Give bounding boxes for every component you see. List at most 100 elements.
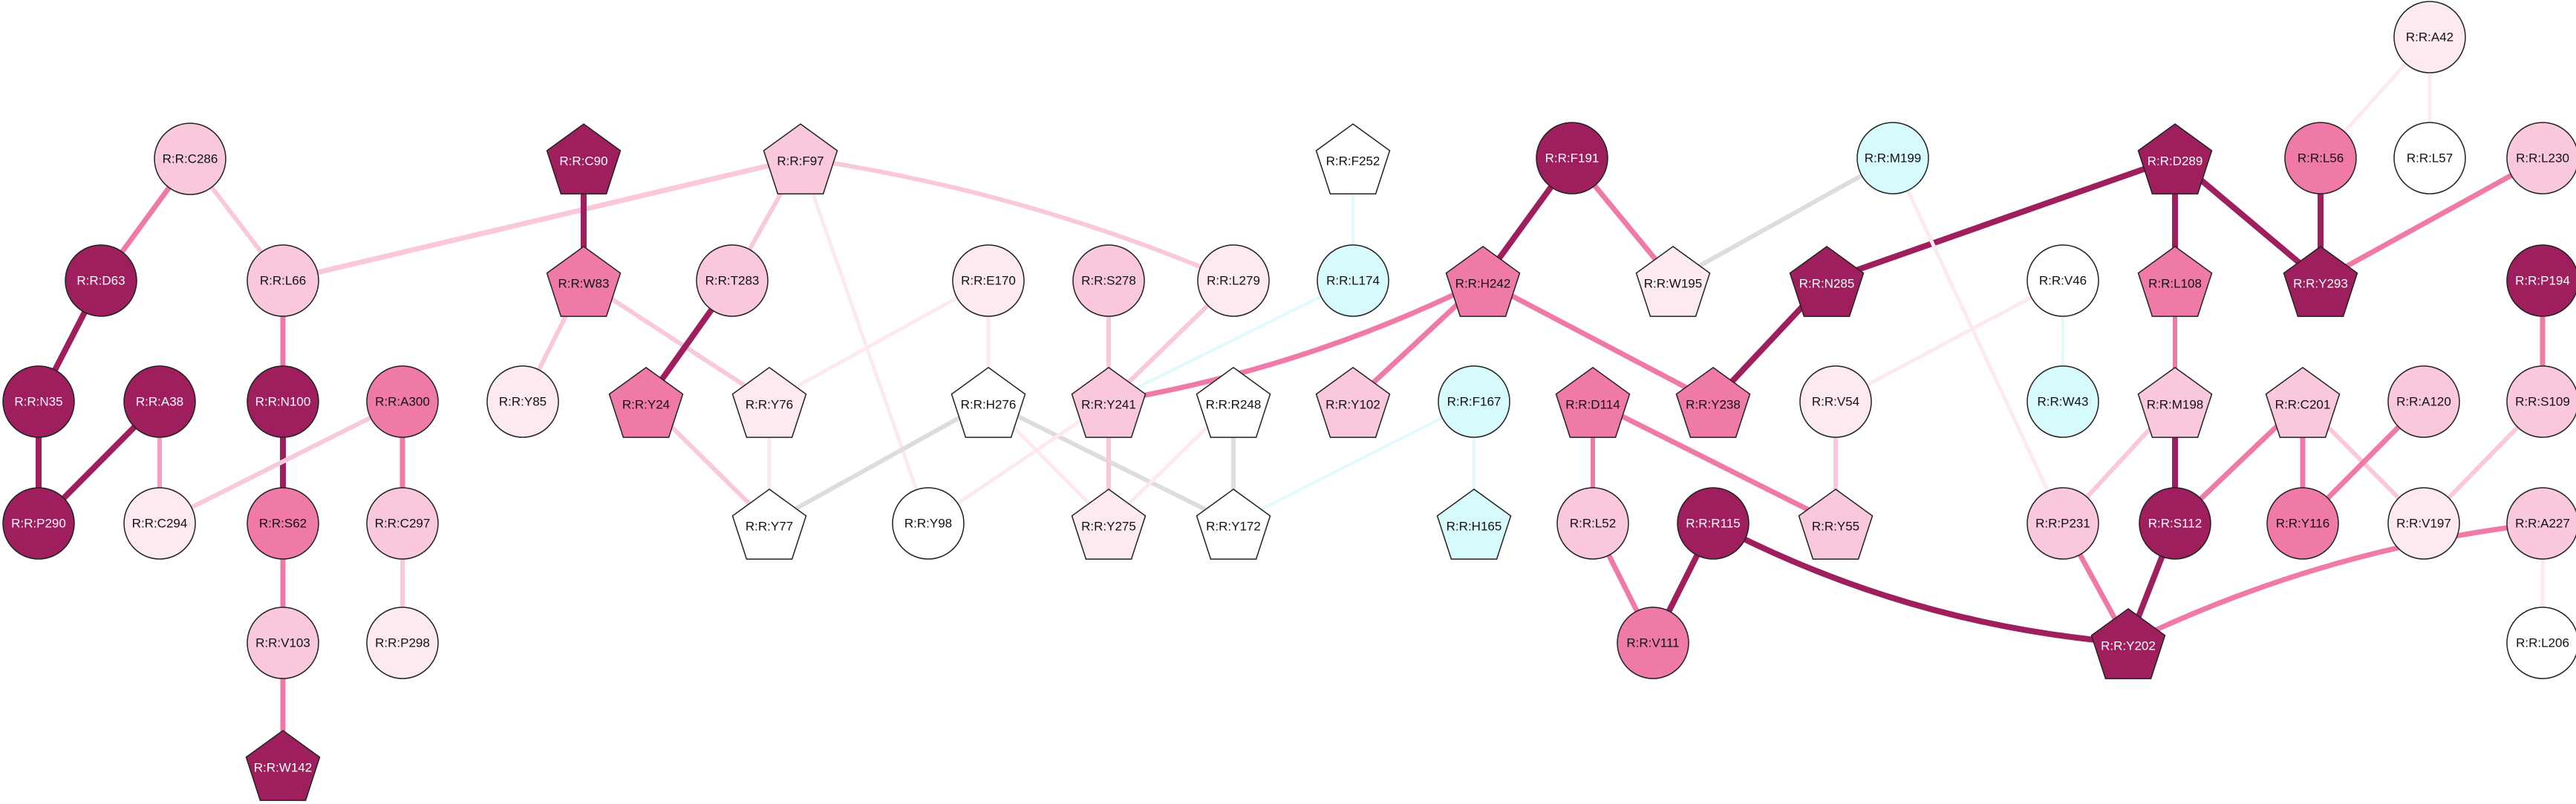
node-label: R:R:Y102 (1326, 398, 1380, 412)
node-y293-pentagon (2283, 246, 2358, 317)
node-label: R:R:V197 (2396, 517, 2451, 531)
node-s278[interactable]: R:R:S278 (1072, 244, 1145, 317)
node-y293[interactable]: R:R:Y293 (2283, 246, 2358, 317)
edge-m199-p231 (1891, 156, 2065, 526)
node-y241[interactable]: R:R:Y241 (1071, 367, 1147, 438)
node-d114[interactable]: R:R:D114 (1555, 367, 1631, 438)
node-w43[interactable]: R:R:W43 (2026, 365, 2099, 438)
node-y77[interactable]: R:R:Y77 (731, 488, 807, 560)
node-r115[interactable]: R:R:R115 (1677, 487, 1750, 560)
node-y98[interactable]: R:R:Y98 (892, 487, 965, 560)
node-v46[interactable]: R:R:V46 (2026, 244, 2099, 317)
node-c297[interactable]: R:R:C297 (366, 487, 439, 560)
node-label: R:R:D114 (1565, 398, 1620, 412)
node-p194[interactable]: R:R:P194 (2506, 244, 2576, 317)
node-label: R:R:L206 (2516, 636, 2569, 650)
node-e170[interactable]: R:R:E170 (952, 244, 1025, 317)
node-l174-circle (1317, 244, 1389, 317)
node-c294-circle (123, 487, 196, 560)
node-c90[interactable]: R:R:C90 (546, 123, 622, 195)
node-y77-pentagon (731, 488, 807, 560)
node-l174[interactable]: R:R:L174 (1317, 244, 1389, 317)
node-f97-pentagon (763, 123, 838, 195)
node-c201[interactable]: R:R:C201 (2265, 367, 2341, 438)
node-h276[interactable]: R:R:H276 (950, 367, 1026, 438)
node-y85[interactable]: R:R:Y85 (486, 365, 559, 438)
edge-d289-n285 (1824, 155, 2178, 284)
node-label: R:R:L57 (2407, 151, 2453, 166)
node-v54[interactable]: R:R:V54 (1799, 365, 1872, 438)
node-s109[interactable]: R:R:S109 (2506, 365, 2576, 438)
node-a120[interactable]: R:R:A120 (2387, 365, 2460, 438)
node-m198[interactable]: R:R:M198 (2137, 367, 2213, 438)
node-y116[interactable]: R:R:Y116 (2266, 487, 2339, 560)
node-f167[interactable]: R:R:F167 (1438, 365, 1510, 438)
node-label: R:R:Y293 (2293, 277, 2348, 291)
node-v103[interactable]: R:R:V103 (247, 607, 319, 679)
node-l279[interactable]: R:R:L279 (1197, 244, 1270, 317)
edge-l230-y293 (2318, 155, 2546, 284)
node-v46-circle (2026, 244, 2099, 317)
node-v111[interactable]: R:R:V111 (1617, 607, 1689, 679)
edge-f97-l279 (798, 156, 1236, 283)
node-c294[interactable]: R:R:C294 (123, 487, 196, 560)
node-r248[interactable]: R:R:R248 (1196, 367, 1271, 438)
node-p290[interactable]: R:R:P290 (2, 487, 75, 560)
node-label: R:R:V103 (255, 636, 310, 650)
node-l66[interactable]: R:R:L66 (247, 244, 319, 317)
node-e170-circle (952, 244, 1025, 317)
node-s112[interactable]: R:R:S112 (2139, 487, 2211, 560)
node-c286[interactable]: R:R:C286 (154, 122, 226, 195)
edge-h276-y77 (767, 399, 991, 526)
node-h242[interactable]: R:R:H242 (1445, 246, 1521, 317)
node-a42[interactable]: R:R:A42 (2393, 1, 2466, 73)
edge-y76-e170 (767, 278, 991, 404)
node-y24[interactable]: R:R:Y24 (608, 367, 684, 438)
node-n100-circle (247, 365, 319, 438)
node-l52[interactable]: R:R:L52 (1556, 487, 1629, 560)
node-l108[interactable]: R:R:L108 (2137, 246, 2213, 317)
node-label: R:R:A300 (375, 395, 430, 409)
node-t283[interactable]: R:R:T283 (696, 244, 769, 317)
edge-m199-w195 (1671, 156, 1895, 283)
node-y55[interactable]: R:R:Y55 (1798, 488, 1874, 560)
node-n285[interactable]: R:R:N285 (1789, 246, 1865, 317)
node-p231[interactable]: R:R:P231 (2026, 487, 2099, 560)
node-label: R:R:S112 (2148, 517, 2202, 531)
node-y116-circle (2266, 487, 2339, 560)
node-y238[interactable]: R:R:Y238 (1675, 367, 1751, 438)
edge-w83-y76 (581, 278, 772, 404)
node-y102[interactable]: R:R:Y102 (1315, 367, 1391, 438)
node-w195[interactable]: R:R:W195 (1635, 246, 1711, 317)
node-m199[interactable]: R:R:M199 (1856, 122, 1929, 195)
node-label: R:R:C286 (163, 152, 218, 166)
node-y202[interactable]: R:R:Y202 (2090, 608, 2166, 679)
node-p298[interactable]: R:R:P298 (366, 607, 439, 679)
node-f252[interactable]: R:R:F252 (1315, 123, 1391, 195)
node-a227[interactable]: R:R:A227 (2506, 487, 2576, 560)
node-l56[interactable]: R:R:L56 (2284, 122, 2357, 195)
node-d289[interactable]: R:R:D289 (2137, 123, 2213, 195)
node-l206[interactable]: R:R:L206 (2506, 607, 2576, 679)
node-f97[interactable]: R:R:F97 (763, 123, 838, 195)
node-y76[interactable]: R:R:Y76 (731, 367, 807, 438)
node-a38[interactable]: R:R:A38 (123, 365, 196, 438)
node-n35[interactable]: R:R:N35 (2, 365, 75, 438)
node-v197[interactable]: R:R:V197 (2387, 487, 2460, 560)
node-w83[interactable]: R:R:W83 (546, 246, 622, 317)
node-l57[interactable]: R:R:L57 (2393, 122, 2466, 195)
node-w142[interactable]: R:R:W142 (245, 730, 321, 801)
node-label: R:R:W195 (1644, 277, 1702, 291)
node-a120-circle (2387, 365, 2460, 438)
node-t283-circle (696, 244, 769, 317)
node-p231-circle (2026, 487, 2099, 560)
node-s62[interactable]: R:R:S62 (247, 487, 319, 560)
node-n100[interactable]: R:R:N100 (247, 365, 319, 438)
node-l230[interactable]: R:R:L230 (2506, 122, 2576, 195)
node-f191[interactable]: R:R:F191 (1536, 122, 1608, 195)
node-y172[interactable]: R:R:Y172 (1196, 488, 1271, 560)
node-y275[interactable]: R:R:Y275 (1071, 488, 1147, 560)
node-h165[interactable]: R:R:H165 (1436, 488, 1512, 560)
node-a300[interactable]: R:R:A300 (366, 365, 439, 438)
node-d63[interactable]: R:R:D63 (65, 244, 137, 317)
